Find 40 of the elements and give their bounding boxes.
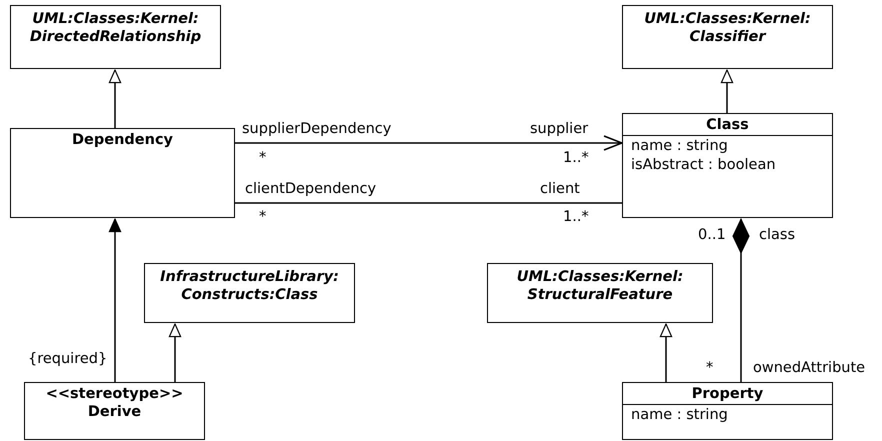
class-name: Property [623,383,832,405]
class-box [487,263,713,323]
multiplicity-label: * [259,208,266,226]
class-name: <<stereotype>> Derive [44,385,184,422]
class-box [622,382,833,440]
class-name: Class [623,114,832,136]
composition-line [732,218,750,382]
class-name: UML:Classes:Kernel: Classifier [643,10,812,47]
class-box [144,263,355,323]
association-arrow [235,135,623,151]
generalization-arrow [660,323,672,382]
attribute-text: isAbstract : boolean [630,156,777,175]
multiplicity-label: * [706,359,714,377]
role-label: supplierDependency [242,120,392,138]
attribute-text: name : string [630,137,729,156]
extension-arrow [108,218,122,382]
association-line [235,202,622,204]
edge-label: {required} [28,350,108,368]
class-name: InfrastructureLibrary: Constructs:Class [159,268,340,305]
class-box [10,128,235,218]
class-name: UML:Classes:Kernel: DirectedRelationship [28,10,202,47]
class-box [622,113,833,218]
class-box [24,382,205,440]
role-label: supplier [530,120,588,138]
class-name: UML:Classes:Kernel: StructuralFeature [516,268,684,305]
class-box [10,5,221,69]
role-label: clientDependency [245,180,376,198]
generalization-arrow [168,323,182,382]
class-box [622,5,833,69]
multiplicity-label: 0..1 [698,226,726,244]
role-label: client [540,180,580,198]
class-name: Dependency [71,131,174,150]
generalization-arrow [720,69,734,113]
multiplicity-label: 1..* [563,208,589,226]
multiplicity-label: * [259,149,266,167]
role-label: ownedAttribute [753,359,866,377]
generalization-arrow [108,69,122,128]
role-label: class [759,226,795,244]
attribute-text: name : string [630,406,729,425]
multiplicity-label: 1..* [563,149,589,167]
